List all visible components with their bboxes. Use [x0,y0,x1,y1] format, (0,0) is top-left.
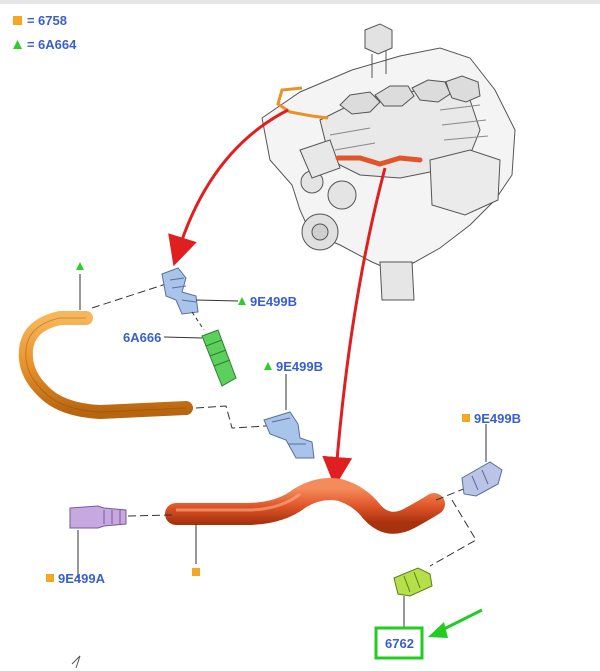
orange-square-icon [13,16,22,25]
callout-arrow-orange-hose [168,108,289,267]
legend-triangle-code: 6A664 [38,37,77,52]
orange-hose-assembly: 9E499B 6A666 9E499B [18,262,323,459]
label-9e499b-right: 9E499B [474,411,521,426]
label-6762: 6762 [385,636,414,651]
orange-square-icon [192,568,200,576]
callout-arrow-red-hose [322,167,387,487]
red-hose [165,478,445,534]
legend-square-equals: = [27,13,35,28]
legend: = 6758 = 6A664 [13,13,77,52]
blue-elbow-connector [263,411,315,459]
green-temperature-sensor [393,567,433,597]
highlight-box-6762 [374,626,424,660]
blue-connector-right [461,461,503,497]
green-triangle-icon [13,40,22,49]
orange-square-icon [462,414,470,422]
red-hose-assembly: 9E499A 9E499B 6762 [46,411,521,660]
legend-triangle-equals: = [27,37,35,52]
green-triangle-icon [238,297,246,305]
label-9e499a: 9E499A [58,571,106,586]
orange-hose [18,311,193,419]
small-mark [71,655,81,669]
engine-illustration [261,23,516,301]
green-hose-insert [201,329,237,387]
blue-quick-connector-top [161,267,199,315]
purple-connector [69,505,127,529]
green-triangle-icon [264,362,272,370]
label-9e499b-mid: 9E499B [276,359,323,374]
green-triangle-icon [76,262,84,270]
label-6a666: 6A666 [123,330,161,345]
label-9e499b-top: 9E499B [250,294,297,309]
green-arrow-head-icon [428,622,448,638]
top-border [0,0,600,4]
legend-square-code: 6758 [38,13,67,28]
orange-square-icon [46,574,54,582]
